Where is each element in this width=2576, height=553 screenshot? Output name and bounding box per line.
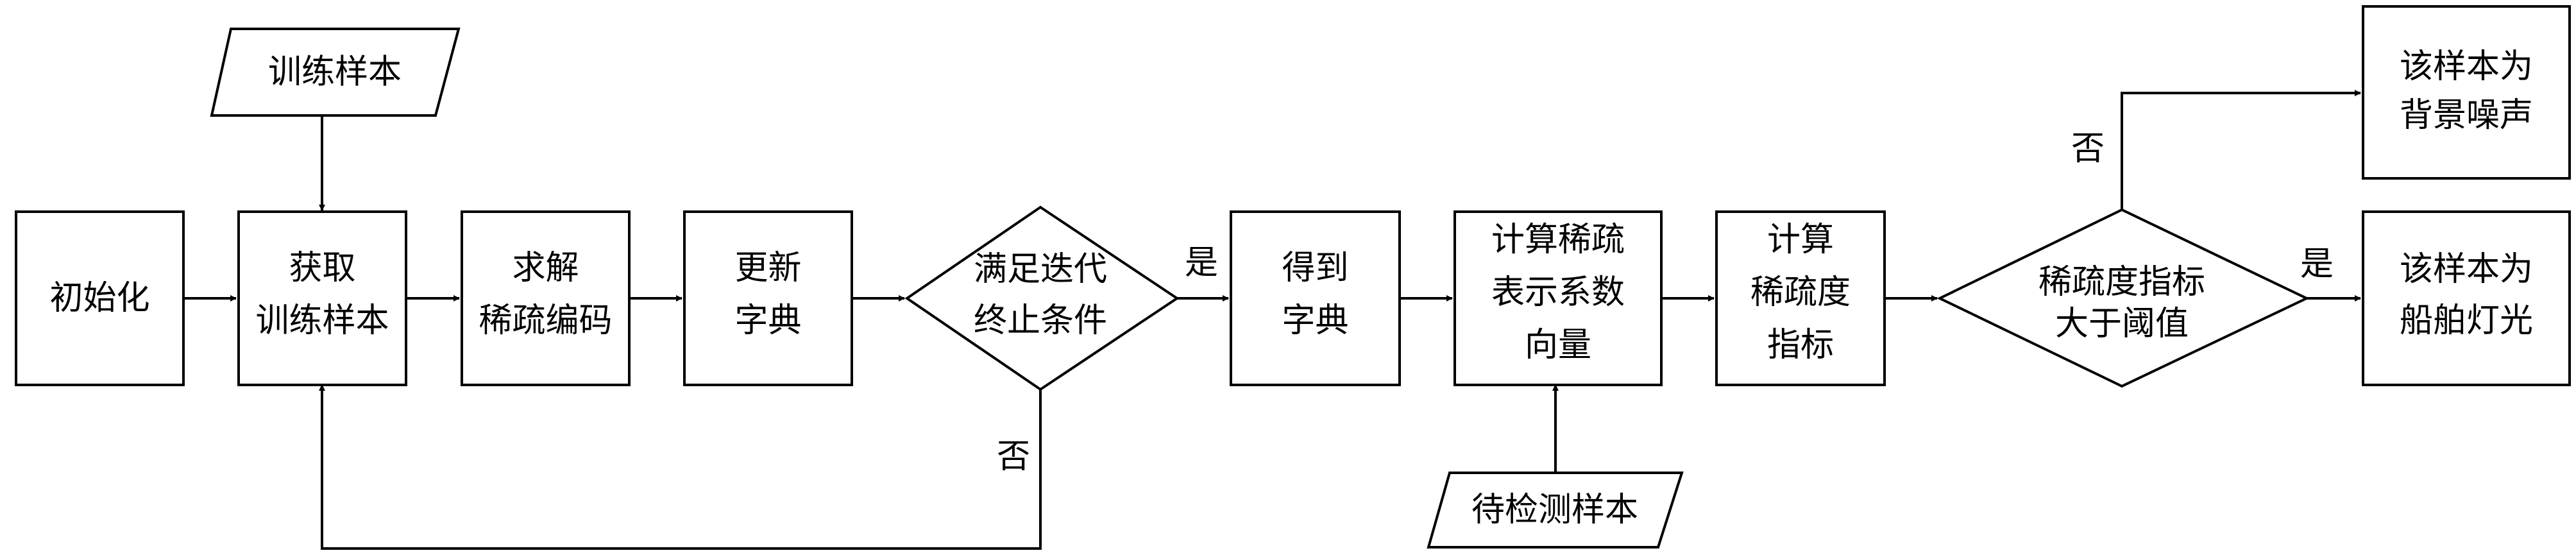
process-box — [2362, 5, 2571, 180]
node-label: 更新 — [734, 249, 801, 287]
node-label: 求解 — [512, 249, 579, 287]
node-test-sample-input: 待检测样本 — [1427, 472, 1684, 549]
node-ship-light: 该样本为 船舶灯光 — [2362, 210, 2571, 386]
node-label: 终止条件 — [974, 302, 1107, 340]
node-label: 字典 — [1282, 302, 1348, 340]
node-label: 获取 — [289, 249, 355, 287]
node-update-dictionary: 更新 字典 — [683, 210, 853, 386]
node-label: 向量 — [1525, 326, 1591, 364]
edge-iter-cond-no-loop-back — [319, 384, 1042, 550]
node-label: 计算 — [1767, 221, 1834, 259]
process-box — [2362, 210, 2571, 386]
node-label: 计算稀疏 — [1491, 221, 1625, 259]
node-label: 该样本为 — [2400, 250, 2533, 289]
decision-diamond — [904, 205, 1180, 391]
node-label: 稀疏编码 — [479, 302, 612, 340]
node-label: 大于阈值 — [2055, 305, 2189, 343]
node-training-sample-input: 训练样本 — [210, 28, 461, 117]
node-threshold-decision: 稀疏度指标 大于阈值 — [1936, 208, 2310, 388]
node-label: 字典 — [734, 302, 801, 340]
node-get-dictionary: 得到 字典 — [1230, 210, 1401, 386]
node-label: 初始化 — [49, 279, 149, 318]
edges — [183, 90, 2361, 550]
node-label: 训练样本 — [268, 53, 402, 92]
node-label: 训练样本 — [255, 302, 389, 340]
node-label: 稀疏度 — [1750, 273, 1851, 312]
node-label: 船舶灯光 — [2400, 302, 2533, 340]
process-box — [15, 210, 185, 386]
io-parallelogram — [1427, 472, 1684, 549]
node-background-noise: 该样本为 背景噪声 — [2362, 5, 2571, 180]
node-init: 初始化 — [15, 210, 185, 386]
node-solve-sparse-coding: 求解 稀疏编码 — [461, 210, 631, 386]
edge-threshold-no-to-noise — [2121, 90, 2361, 210]
node-calc-coefficient-vector: 计算稀疏 表示系数 向量 — [1453, 210, 1663, 386]
node-label: 指标 — [1767, 326, 1834, 364]
node-label: 该样本为 — [2400, 47, 2533, 86]
node-label: 稀疏度指标 — [2038, 263, 2205, 302]
process-box — [1453, 210, 1663, 386]
node-get-training-sample: 获取 训练样本 — [237, 210, 407, 386]
process-box — [1230, 210, 1401, 386]
node-calc-sparsity-index: 计算 稀疏度 指标 — [1715, 210, 1886, 386]
edge-label-iter-yes: 是 — [1185, 244, 1218, 282]
node-label: 满足迭代 — [974, 250, 1107, 289]
process-box — [1715, 210, 1886, 386]
node-iteration-condition: 满足迭代 终止条件 — [904, 205, 1180, 391]
edge-label-threshold-yes: 是 — [2300, 245, 2334, 284]
process-box — [683, 210, 853, 386]
process-box — [237, 210, 407, 386]
node-label: 表示系数 — [1491, 273, 1625, 312]
process-box — [461, 210, 631, 386]
node-label: 背景噪声 — [2400, 96, 2533, 135]
node-label: 得到 — [1282, 249, 1348, 287]
io-parallelogram — [210, 28, 461, 117]
decision-diamond — [1936, 208, 2310, 388]
node-label: 待检测样本 — [1471, 491, 1638, 529]
edge-label-iter-no: 否 — [997, 438, 1030, 476]
edge-label-threshold-no: 否 — [2071, 130, 2105, 168]
